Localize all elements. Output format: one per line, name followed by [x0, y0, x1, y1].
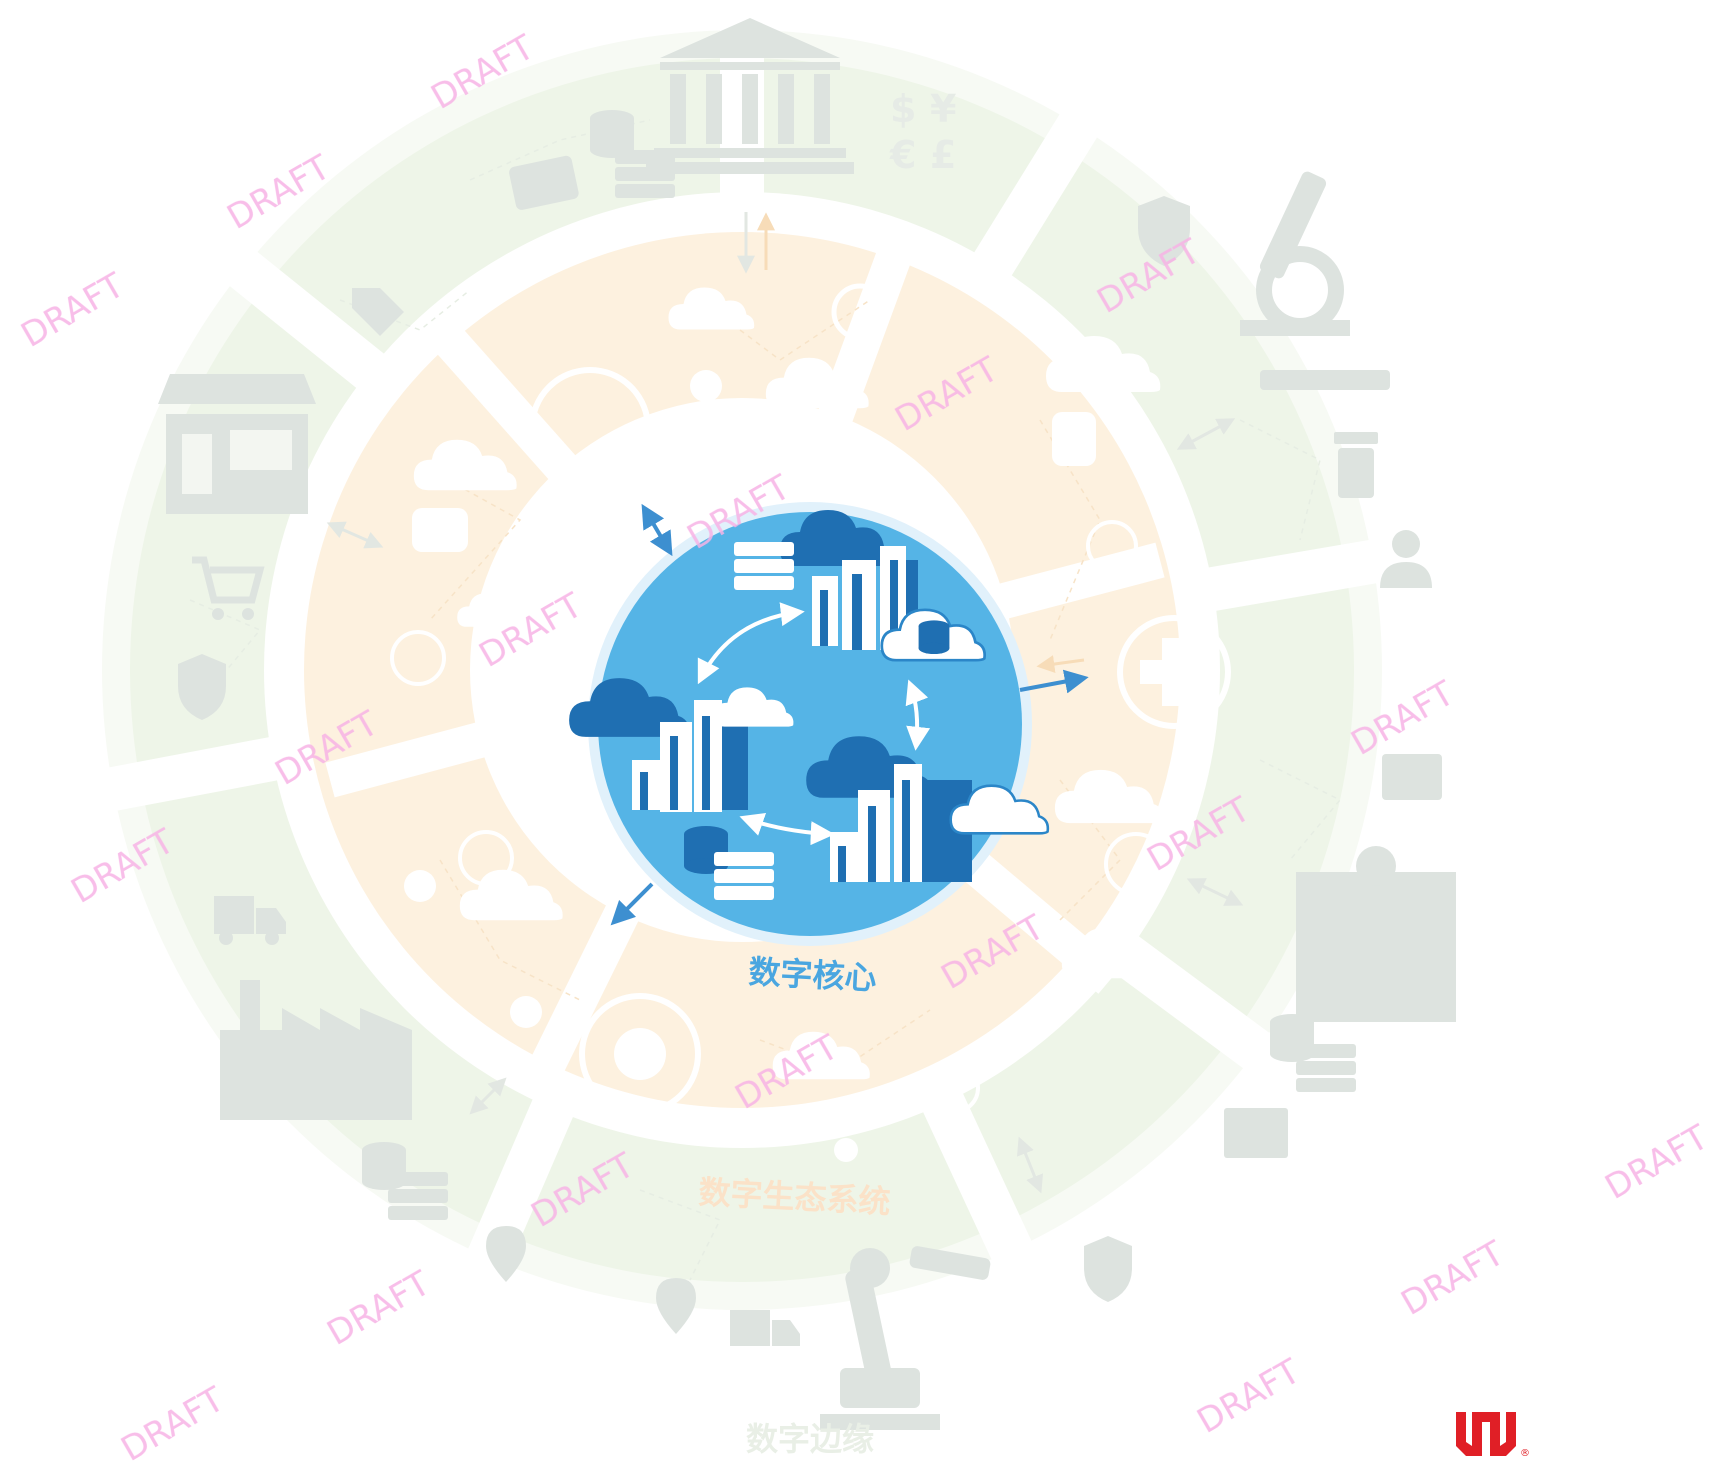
id-card-icon	[1382, 754, 1442, 800]
location-pin-icon	[486, 1226, 526, 1282]
alert-icon	[1086, 520, 1138, 572]
medical-cross-icon	[1117, 615, 1231, 729]
currency-pound: £	[930, 133, 956, 177]
bank-icon	[646, 18, 854, 174]
credit-card-icon	[509, 155, 579, 210]
shield-icon	[1138, 196, 1190, 266]
currency-dollar: $	[890, 87, 916, 131]
thermometer-icon	[1052, 412, 1096, 466]
edge-label: 数字边缘	[746, 1420, 874, 1458]
truck-icon	[214, 896, 286, 945]
network-node	[690, 370, 722, 402]
currency-euro: €	[889, 133, 916, 177]
company-logo: ®	[1456, 1412, 1530, 1459]
draft-watermark: DRAFT	[321, 1263, 438, 1353]
draft-watermark: DRAFT	[1395, 1233, 1512, 1323]
microscope-icon	[1240, 171, 1390, 390]
city-building-icon	[569, 678, 794, 812]
draft-watermark: DRAFT	[1191, 1351, 1308, 1441]
city-building-icon	[684, 736, 1050, 900]
draft-watermark: DRAFT	[15, 265, 132, 355]
network-lines	[189, 119, 1342, 1281]
cart-icon	[192, 556, 265, 620]
server-icon	[714, 852, 774, 900]
server-icon	[615, 150, 675, 198]
digital-core	[569, 502, 1089, 946]
core-label: 数字核心	[748, 953, 878, 998]
shield-icon	[1084, 1236, 1132, 1302]
database-icon	[684, 826, 728, 874]
network-node	[510, 996, 542, 1028]
network-node	[834, 1138, 858, 1162]
ring-connectors	[326, 212, 1244, 1194]
robot-arm-icon	[820, 1246, 991, 1430]
transfer-icon	[412, 508, 468, 552]
shield-icon	[831, 283, 889, 341]
gear-icon	[928, 1062, 980, 1114]
truck-icon	[730, 1310, 800, 1346]
shield-icon	[178, 654, 226, 720]
draft-watermark: DRAFT	[115, 1379, 232, 1465]
store-icon	[158, 374, 316, 514]
dollar-icon	[529, 367, 651, 489]
medicine-bottle-icon	[1334, 432, 1378, 498]
money-icon: $ ¥ € £	[889, 87, 956, 177]
server-icon	[734, 542, 794, 590]
sync-arrow-icon	[697, 602, 931, 846]
network-node	[404, 870, 436, 902]
currency-yen: ¥	[930, 87, 956, 131]
network-node	[529, 503, 555, 529]
people-icon	[1104, 832, 1168, 896]
server-icon	[1296, 1044, 1356, 1092]
city-building-icon	[734, 510, 987, 662]
location-pin-icon	[656, 1278, 696, 1334]
hospital-icon	[1296, 846, 1456, 1022]
draft-watermark: DRAFT	[1599, 1117, 1709, 1207]
user-icon	[1380, 530, 1432, 588]
database-icon	[918, 620, 950, 654]
check-icon	[390, 630, 446, 686]
gear-icon	[579, 993, 701, 1115]
server-icon	[388, 1172, 448, 1220]
registered-mark: ®	[1520, 1448, 1530, 1459]
image-icon	[1224, 1108, 1288, 1158]
factory-icon	[220, 980, 412, 1120]
tag-icon	[352, 288, 404, 336]
